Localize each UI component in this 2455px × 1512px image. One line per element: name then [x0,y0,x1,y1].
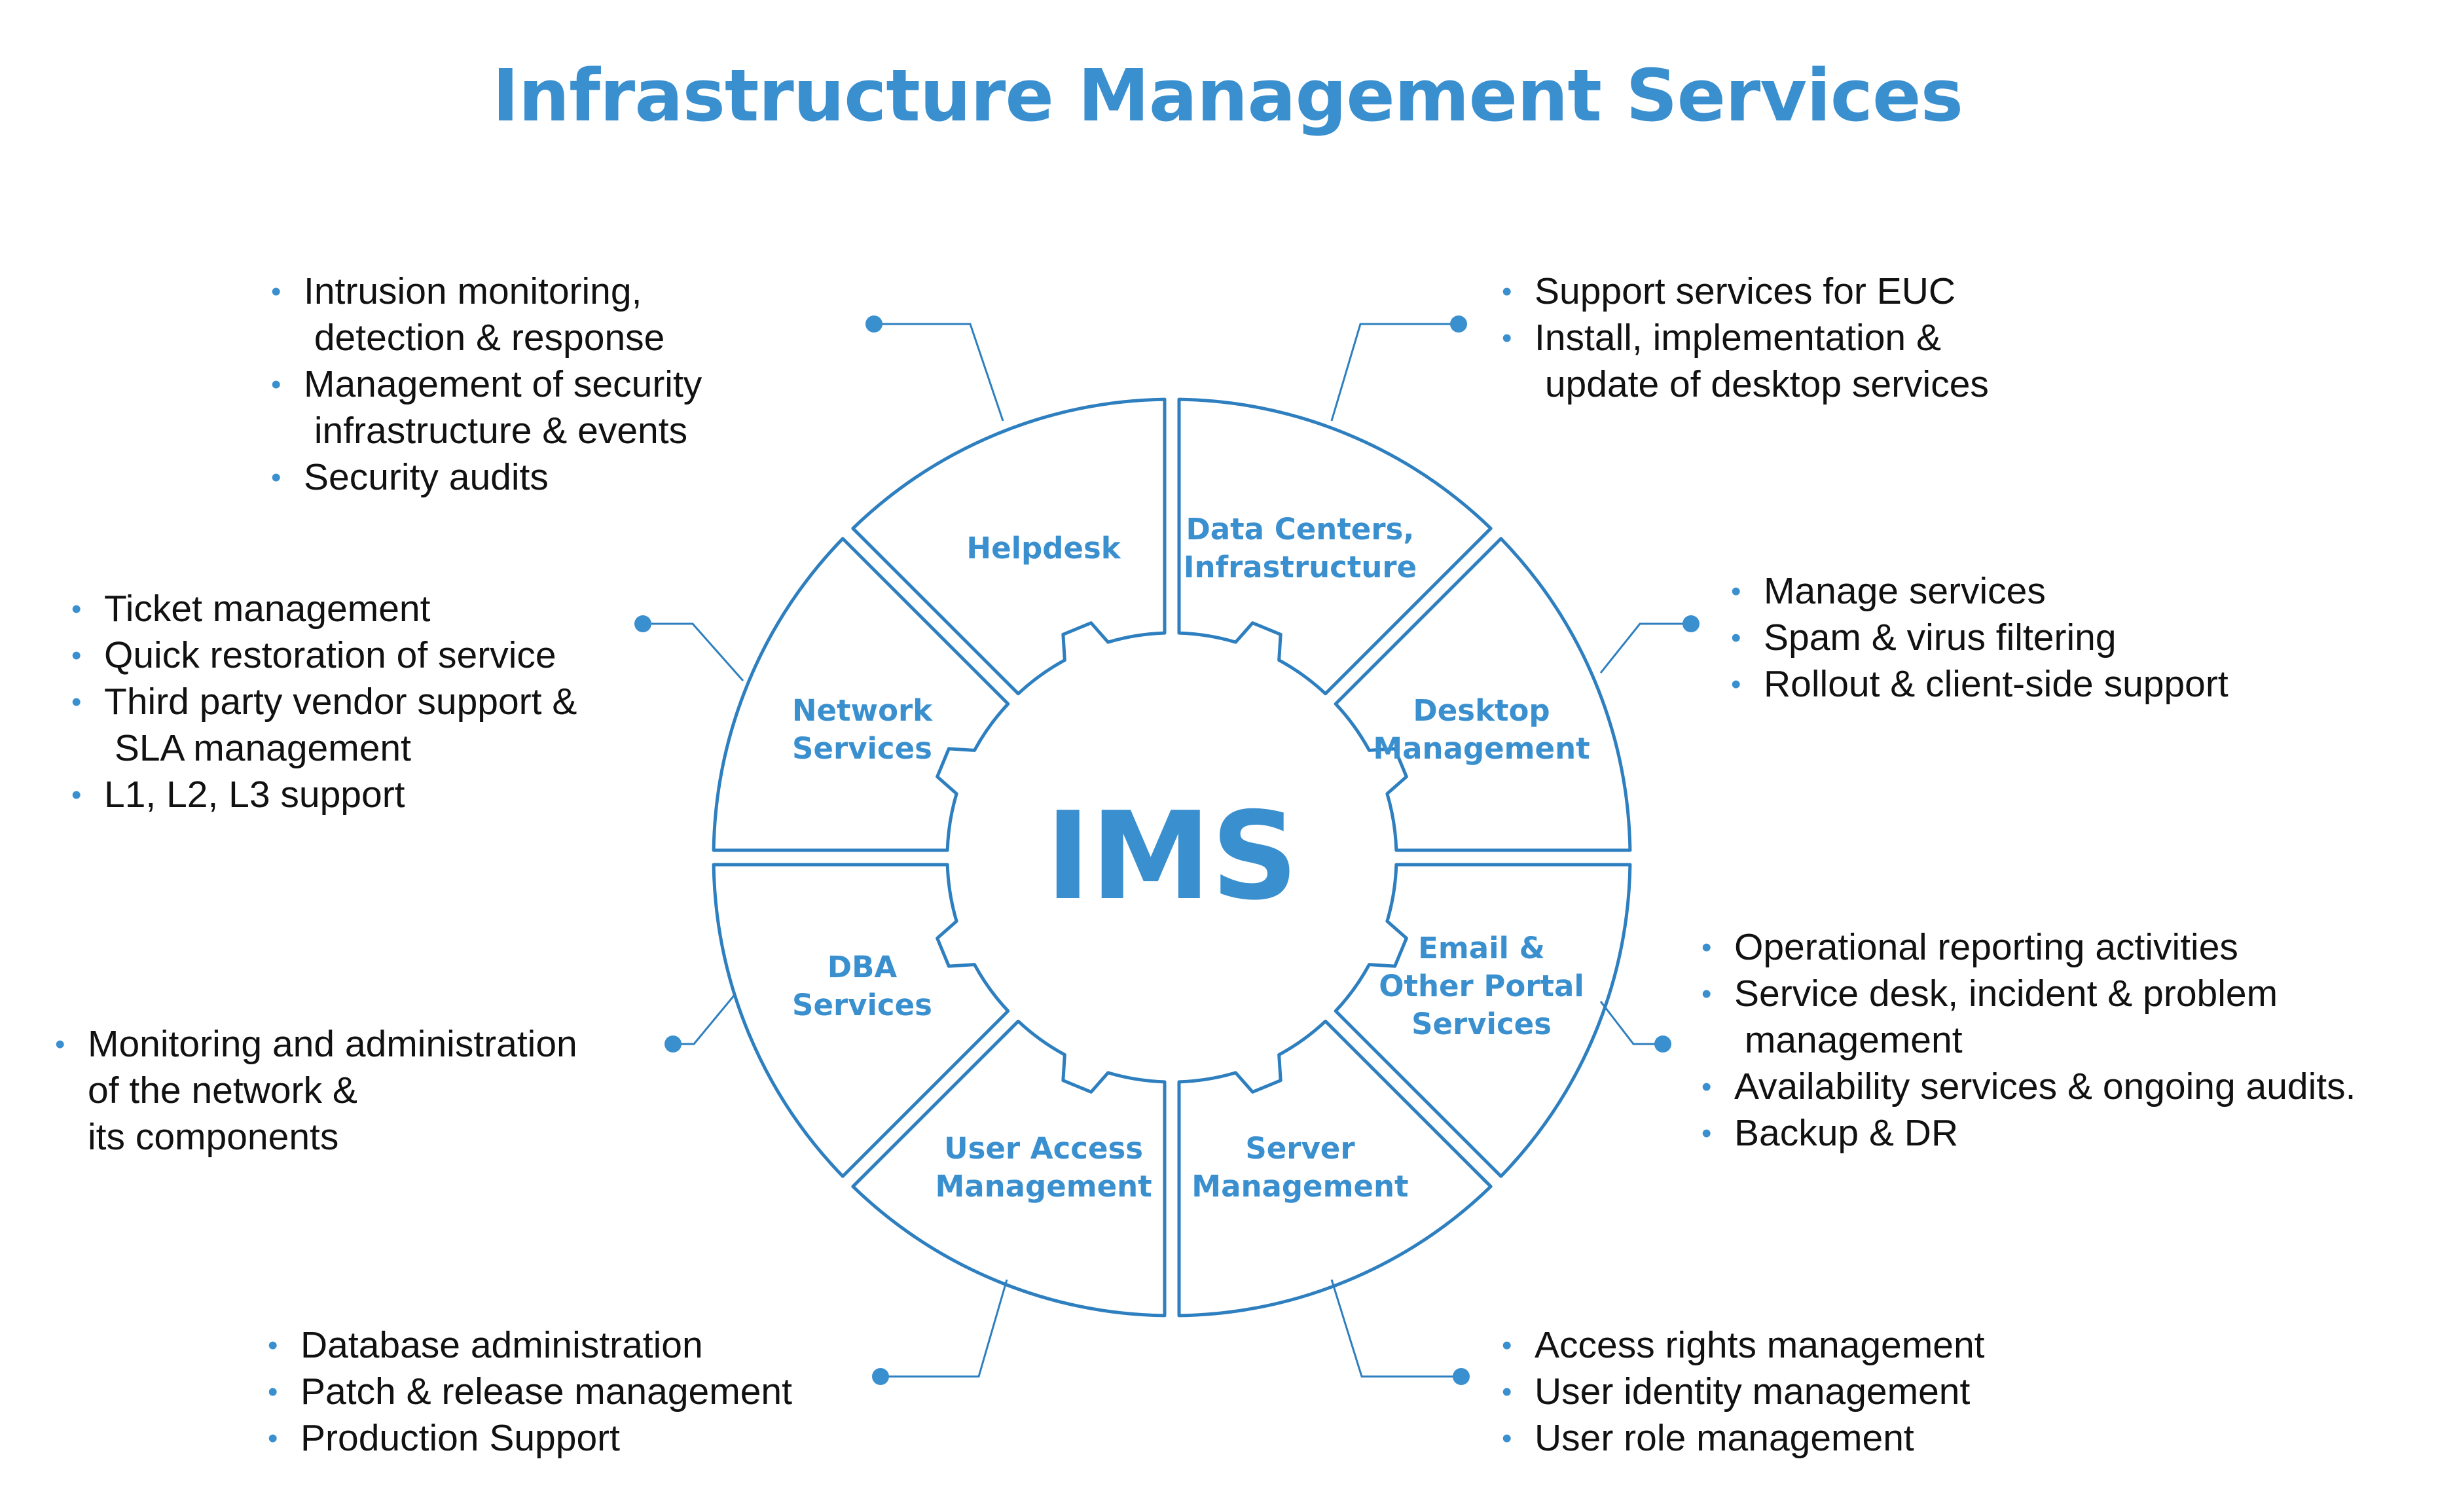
segment-label-line: Services [1411,1007,1552,1041]
bullet-item: Service desk, incident & problem managem… [1699,971,2355,1064]
bullet-item: User identity management [1499,1369,1984,1415]
bullet-item: User role management [1499,1415,1984,1462]
segment-label-line: User Access [944,1131,1143,1166]
segment-label-data-centers: Data Centers,Infrastructure [1184,512,1417,585]
page-title: Infrastructure Management Services [492,54,1963,137]
bullet-list-user-access: Access rights managementUser identity ma… [1499,1322,1984,1462]
bullet-list-desktop-management: Support services for EUCInstall, impleme… [1499,268,1989,408]
bullet-item: L1, L2, L3 support [69,772,577,818]
segment-label-line: Services [792,731,932,766]
bullet-item: Availability services & ongoing audits. [1699,1064,2355,1110]
connector-line [1599,1001,1663,1045]
segment-label-line: Other Portal [1379,969,1584,1003]
connector-dot [872,1368,889,1385]
connector-line [1599,622,1691,674]
bullet-item: Backup & DR [1699,1110,2355,1157]
bullet-list-email-portal: Manage servicesSpam & virus filteringRol… [1728,568,2228,708]
connector-line [1330,1279,1461,1378]
bullet-list-data-centers: Intrusion monitoring, detection & respon… [268,268,702,501]
bullet-item: Third party vendor support & SLA managem… [69,679,577,772]
segment-label-line: Management [1373,731,1590,766]
segment-label-line: DBA [827,950,898,984]
bullet-item: Access rights management [1499,1322,1984,1369]
connector-line [881,1279,1008,1378]
bullet-list-dba-services: Database administrationPatch & release m… [265,1322,792,1462]
connector-line [1330,323,1459,422]
segment-label-helpdesk: Helpdesk [966,531,1121,566]
bullet-item: Quick restoration of service [69,632,577,679]
bullet-item: Operational reporting activities [1699,924,2355,971]
segment-network-services [712,537,1010,852]
bullet-item: Spam & virus filtering [1728,615,2228,661]
bullet-item: Support services for EUC [1499,268,1989,315]
connector-line [673,994,736,1045]
connector-dot [1453,1368,1470,1385]
segment-label-line: Infrastructure [1184,550,1417,585]
connector-dot [1654,1035,1671,1053]
connector-dot [1682,615,1700,632]
segment-user-access [851,1019,1167,1318]
segment-data-centers [1177,397,1493,696]
bullet-item: Security audits [268,454,702,501]
segment-label-line: Server [1245,1131,1355,1166]
bullet-item: Rollout & client-side support [1728,661,2228,708]
connector-dot [1450,315,1467,333]
segment-desktop-management [1334,537,1632,852]
segment-email-portal [1334,863,1632,1178]
segment-label-line: Data Centers, [1186,512,1414,547]
bullet-list-helpdesk: Ticket managementQuick restoration of se… [69,586,577,818]
bullet-item: Intrusion monitoring, detection & respon… [268,268,702,361]
segment-label-line: Helpdesk [966,531,1121,566]
segment-label-line: Email & [1418,931,1545,965]
segment-label-line: Management [1191,1169,1408,1204]
segment-label-line: Network [792,693,933,728]
bullet-item: Production Support [265,1415,792,1462]
segment-label-dba-services: DBA Services [792,950,932,1022]
connector-dot [865,315,882,333]
segment-dba-services [712,863,1010,1178]
bullet-item: Monitoring and administration of the net… [52,1021,577,1161]
connector-line [874,323,1004,422]
bullet-item: Patch & release management [265,1369,792,1415]
bullet-item: Ticket management [69,586,577,632]
segment-server-management [1177,1019,1493,1318]
bullet-item: Manage services [1728,568,2228,615]
segment-label-line: Management [935,1169,1152,1204]
segment-label-line: Services [792,988,932,1022]
bullet-item: Install, implementation & update of desk… [1499,315,1989,408]
segment-helpdesk [851,397,1167,696]
center-label: IMS [1046,785,1298,927]
connector-dot [634,615,651,632]
bullet-list-server-management: Operational reporting activitiesService … [1699,924,2355,1157]
bullet-list-network-services: Monitoring and administration of the net… [52,1021,577,1161]
connector-line [643,622,744,681]
bullet-item: Database administration [265,1322,792,1369]
connector-dot [664,1035,682,1053]
bullet-item: Management of security infrastructure & … [268,361,702,454]
segment-label-line: Desktop [1413,693,1550,728]
